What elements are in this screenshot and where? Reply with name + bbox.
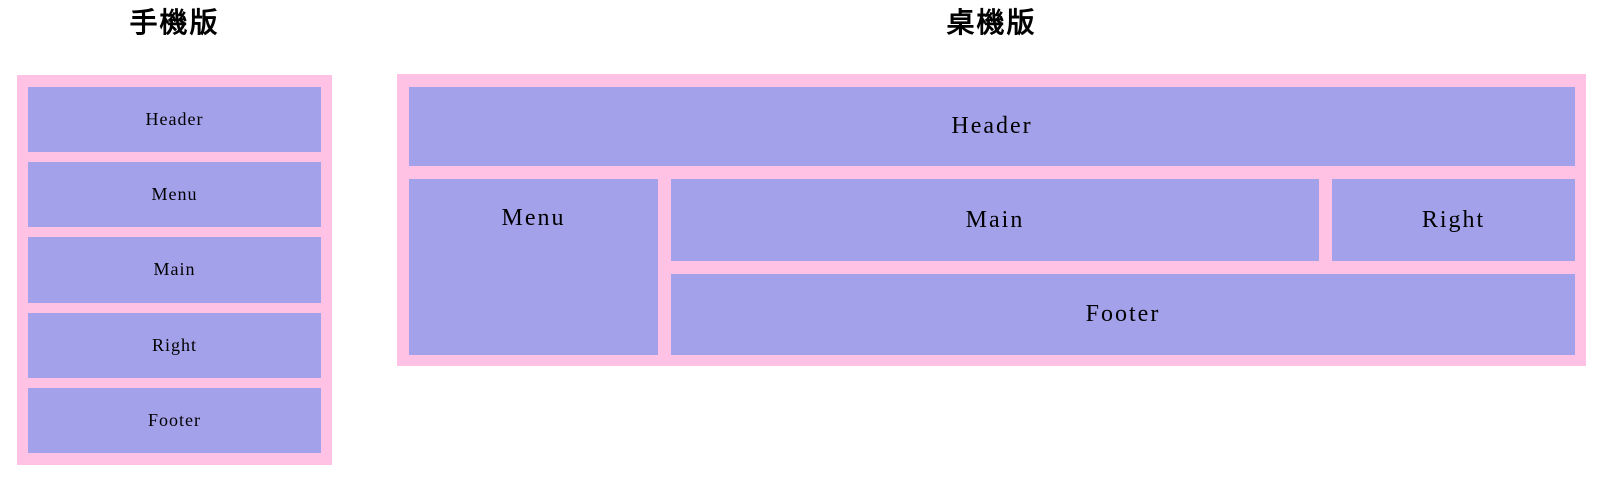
desktop-box-main: Main: [671, 179, 1319, 261]
desktop-box-menu: Menu: [409, 179, 658, 355]
desktop-version-title: 桌機版: [946, 7, 1037, 38]
desktop-layout-panel: Header Menu Main Right Footer: [397, 74, 1586, 366]
mobile-box-header: Header: [28, 87, 321, 153]
mobile-box-menu: Menu: [28, 162, 321, 228]
mobile-version-title: 手機版: [129, 7, 220, 38]
desktop-box-footer: Footer: [671, 274, 1575, 355]
desktop-box-header: Header: [409, 87, 1575, 166]
mobile-box-main: Main: [28, 237, 321, 303]
mobile-layout-panel: Header Menu Main Right Footer: [17, 75, 332, 465]
desktop-box-right: Right: [1332, 179, 1575, 261]
mobile-box-right: Right: [28, 312, 321, 378]
mobile-box-footer: Footer: [28, 387, 321, 453]
